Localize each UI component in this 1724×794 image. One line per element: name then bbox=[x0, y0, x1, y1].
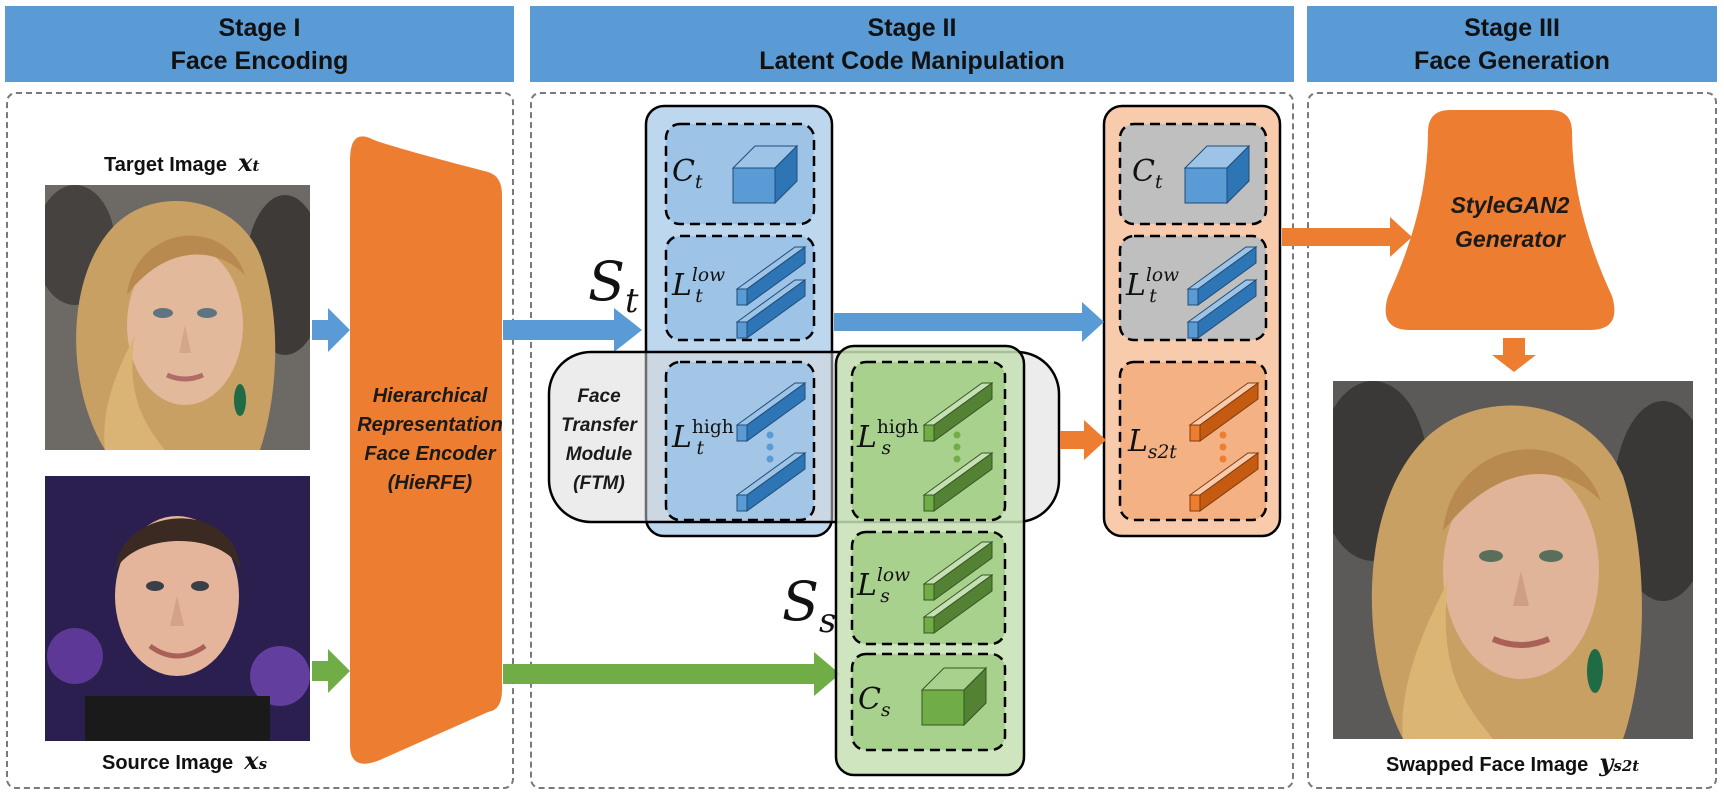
lt-low-vector-icons bbox=[735, 246, 807, 339]
cs-cube-icon bbox=[920, 666, 988, 727]
lt-low-passthrough-arrow bbox=[834, 302, 1104, 342]
lt-low-label: Llowt bbox=[672, 265, 725, 307]
source-image-caption: Source Image xs bbox=[102, 746, 268, 775]
hierfe-encoder-shape bbox=[350, 136, 502, 764]
out-ct-label: Ct bbox=[1132, 154, 1163, 193]
swapped-symbol: y bbox=[1599, 748, 1614, 777]
source-image bbox=[45, 476, 310, 741]
ls2t-label: Ls2t bbox=[1128, 424, 1177, 463]
out-lt-low-vector-icons bbox=[1186, 246, 1258, 339]
ls-high-label: Lhighs bbox=[857, 417, 919, 459]
stylegan2-generator-shape bbox=[1385, 110, 1615, 330]
out-ct-cube-icon bbox=[1183, 144, 1251, 205]
source-symbol-sub: s bbox=[258, 755, 268, 773]
latent-to-generator-arrow bbox=[1282, 217, 1412, 257]
lt-high-label: Lhight bbox=[672, 417, 734, 459]
ct-cube-icon bbox=[731, 144, 799, 205]
stage-3-panel bbox=[1307, 92, 1717, 789]
target-symbol: x bbox=[238, 148, 253, 177]
generator-label: StyleGAN2 Generator bbox=[1450, 192, 1570, 252]
target-symbol-sub: t bbox=[252, 157, 260, 175]
swapped-symbol-sub: s2t bbox=[1613, 757, 1640, 775]
stage-3-header: Stage III Face Generation bbox=[1307, 6, 1717, 82]
out-lt-low-label: Llowt bbox=[1126, 265, 1179, 307]
ss-arrow bbox=[503, 652, 840, 696]
st-symbol: St bbox=[588, 250, 639, 320]
stage-1-header: Stage I Face Encoding bbox=[5, 6, 514, 82]
encoder-label: Hierarchical Representation Face Encoder… bbox=[357, 385, 503, 494]
ls-low-label: Llows bbox=[857, 565, 910, 607]
target-to-encoder-arrow bbox=[312, 308, 350, 352]
ss-symbol: Ss bbox=[782, 570, 837, 640]
st-arrow bbox=[503, 308, 642, 352]
stage-2-panel bbox=[530, 92, 1294, 789]
stage-3-title: Stage III bbox=[1464, 14, 1560, 42]
stage-1-panel bbox=[6, 92, 514, 789]
swapped-image-caption: Swapped Face Image ys2t bbox=[1386, 748, 1640, 777]
cs-label: Cs bbox=[858, 682, 891, 721]
source-symbol: x bbox=[244, 746, 259, 775]
stage-2-header: Stage II Latent Code Manipulation bbox=[530, 6, 1294, 82]
stage-3-subtitle: Face Generation bbox=[1414, 47, 1610, 75]
stage-2-title: Stage II bbox=[867, 14, 957, 42]
stage-1-title: Stage I bbox=[218, 14, 301, 42]
ftm-to-ls2t-arrow bbox=[1060, 420, 1106, 460]
swapped-face-image bbox=[1333, 381, 1693, 739]
ct-label: Ct bbox=[672, 154, 703, 193]
stage-1-subtitle: Face Encoding bbox=[170, 47, 349, 75]
lt-high-vector-icons bbox=[735, 382, 807, 512]
ls-high-vector-icons bbox=[922, 382, 994, 512]
source-to-encoder-arrow bbox=[312, 649, 350, 693]
ftm-label: Face Transfer Module (FTM) bbox=[561, 386, 637, 494]
ls2t-vector-icons bbox=[1188, 382, 1260, 512]
target-image-caption: Target Image xt bbox=[104, 148, 260, 177]
stage-2-subtitle: Latent Code Manipulation bbox=[759, 47, 1065, 75]
target-image bbox=[45, 185, 310, 450]
generator-to-output-arrow bbox=[1492, 338, 1536, 372]
ls-low-vector-icons bbox=[922, 541, 994, 634]
